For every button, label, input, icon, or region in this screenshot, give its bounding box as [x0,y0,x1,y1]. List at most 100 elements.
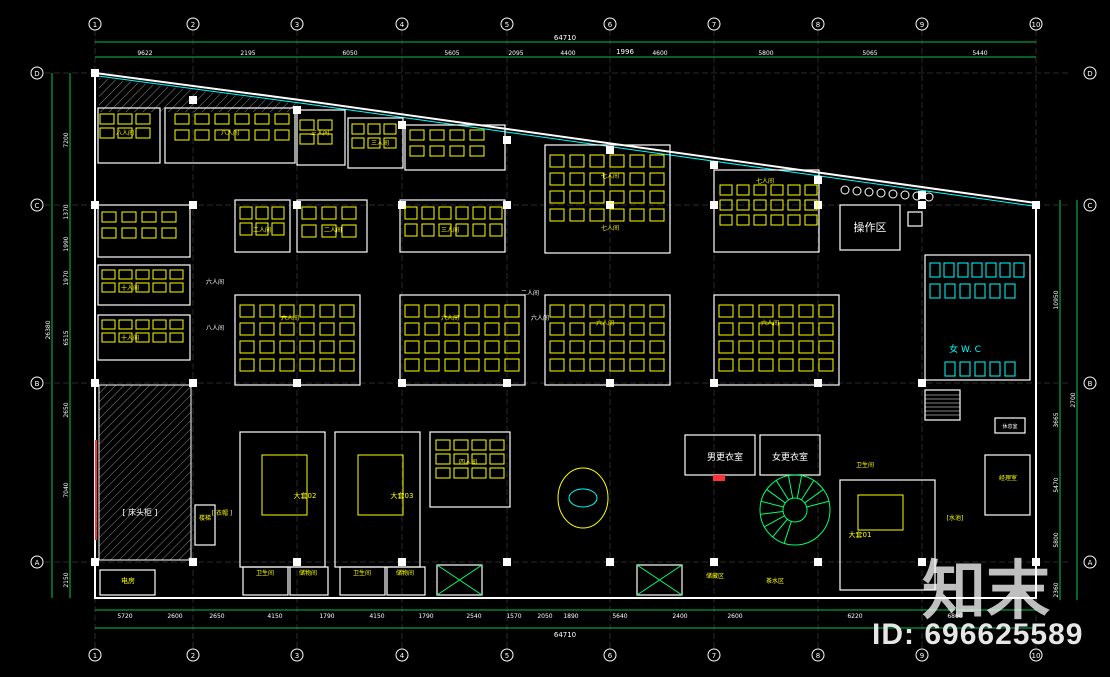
chair-circle [864,187,874,197]
seat [121,211,137,223]
room-outline [242,566,289,596]
seat [649,154,665,168]
seat [464,304,480,318]
seat [152,319,167,330]
toilet-stall [1004,283,1016,299]
room-label-three-person: 三人间 [371,139,389,147]
toilet-stall [959,283,971,299]
seat [787,184,801,196]
column-pillar [91,558,99,566]
toilet-stall [989,283,1001,299]
seat [383,123,397,135]
chair-circle [888,189,898,199]
seat [778,304,794,318]
seat [271,206,285,220]
dim-left-segment: 6515 [63,330,70,345]
grid-column-label-top: 4 [400,21,405,29]
seat [504,340,520,354]
seat [778,322,794,336]
room-label-manager: 经理室 [999,474,1017,482]
spiral-stair-tread [801,480,815,501]
seat [118,332,133,343]
seat [649,340,665,354]
column-pillar [398,379,406,387]
seat [169,332,184,343]
grid-column-label-bottom: 6 [608,652,613,660]
room-outline [97,107,161,164]
grid-column-label-top: 8 [816,21,820,29]
seat [609,190,625,204]
elevator-1 [436,564,483,596]
operation-room [839,204,901,251]
seat [341,224,357,238]
dim-bottom-segment: 1790 [418,613,433,620]
seat [471,439,487,451]
dim-top-segment: 4600 [652,50,667,57]
seat [649,358,665,372]
grid-row-label-right: A [1088,559,1093,567]
seat [589,304,605,318]
seat [484,340,500,354]
toilet-stall [944,361,956,377]
seat [489,206,503,220]
seat [753,184,767,196]
room-label-suite-02: 大套02 [294,491,317,500]
room-outline [97,204,191,258]
room-label-seven-person: 七人间 [756,177,774,185]
seat [718,322,734,336]
seat [101,282,116,293]
seat [549,190,565,204]
seat [101,319,116,330]
seat [339,358,355,372]
toilet-stall [1004,361,1016,377]
walls [91,69,1040,599]
seat [589,340,605,354]
column-pillar [91,69,99,77]
seat [239,358,255,372]
dim-left-segment: 1990 [63,236,70,251]
room-label-water: [水池] [947,514,964,522]
room-label-storage: 储藏区 [706,572,724,580]
grid-column-label-bottom: 9 [920,652,924,660]
seat [736,184,750,196]
seat [135,332,150,343]
corridor-label: 二人间 [521,289,539,297]
grid-bubble-bottom [915,648,929,662]
dim-top-segment: 5605 [444,50,459,57]
seat [471,453,487,465]
seat [161,227,177,239]
grid-column-label-bottom: 3 [295,652,299,660]
column-pillar [918,558,926,566]
dim-left-segment: 2150 [63,572,70,587]
column-pillar [710,161,718,169]
seat [424,322,440,336]
seat [435,467,451,479]
seat [259,304,275,318]
seat [629,172,645,186]
room-label-six-person: 六人间 [596,319,614,327]
seat [609,340,625,354]
seat [404,322,420,336]
seat [453,439,469,451]
grid-column-label-bottom: 1 [93,652,97,660]
room-label-seven-person: 七人间 [601,172,619,180]
seat [121,227,137,239]
seat [738,340,754,354]
grid-column-label-bottom: 5 [505,652,509,660]
spiral-stair-tread [775,480,789,501]
room-outline [907,211,923,227]
seat [424,304,440,318]
seat [152,282,167,293]
column-pillar [189,379,197,387]
column-pillar [189,558,197,566]
seat [778,340,794,354]
seat [174,113,190,125]
dim-left-segment: 2650 [63,402,70,417]
dim-top-segment: 6050 [342,50,357,57]
dim-top-segment: 2095 [508,50,523,57]
seat [435,453,451,465]
seat [421,223,435,237]
chair-circle [852,186,862,196]
seat [259,340,275,354]
seat [589,190,605,204]
